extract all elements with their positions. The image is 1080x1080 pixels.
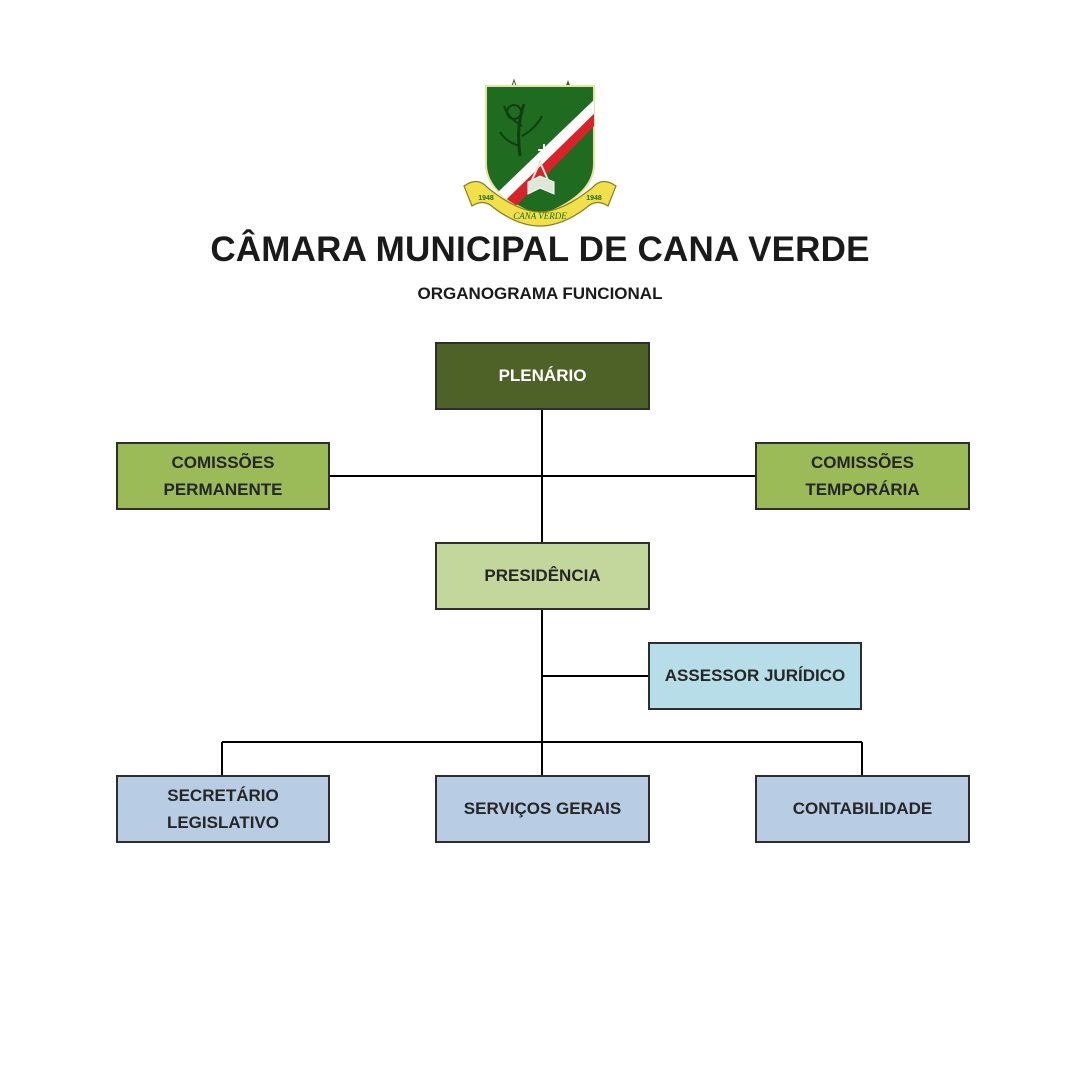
org-box-secretario-legislativo: SECRETÁRIO LEGISLATIVO (116, 775, 330, 843)
page-subtitle: ORGANOGRAMA FUNCIONAL (417, 284, 663, 303)
org-box-label: PLENÁRIO (498, 366, 587, 386)
org-box-label: CONTABILIDADE (792, 799, 933, 819)
org-box-contabilidade: CONTABILIDADE (755, 775, 970, 843)
org-box-comissoes-temporaria: COMISSÕES TEMPORÁRIA (755, 442, 970, 510)
org-box-servicos-gerais: SERVIÇOS GERAIS (435, 775, 650, 843)
crest-year-right: 1948 (586, 195, 602, 202)
org-box-label: PRESIDÊNCIA (484, 566, 601, 586)
org-box-label: COMISSÕES TEMPORÁRIA (805, 452, 920, 499)
crest-year-left: 1948 (478, 195, 494, 202)
org-box-label: SERVIÇOS GERAIS (463, 799, 622, 819)
municipal-crest-logo: CANA VERDE 1948 1948 (463, 78, 617, 227)
crest-ribbon (463, 180, 617, 227)
org-box-assessor-juridico: ASSESSOR JURÍDICO (648, 642, 862, 710)
org-box-label: SECRETÁRIO LEGISLATIVO (166, 785, 280, 832)
org-box-presidencia: PRESIDÊNCIA (435, 542, 650, 610)
org-box-label: COMISSÕES PERMANENTE (163, 452, 283, 499)
org-box-comissoes-permanente: COMISSÕES PERMANENTE (116, 442, 330, 510)
crest-ribbon-text: CANA VERDE (513, 211, 567, 221)
org-box-label: ASSESSOR JURÍDICO (664, 666, 846, 686)
page-title: CÂMARA MUNICIPAL DE CANA VERDE (210, 230, 870, 269)
org-box-plenario: PLENÁRIO (435, 342, 650, 410)
